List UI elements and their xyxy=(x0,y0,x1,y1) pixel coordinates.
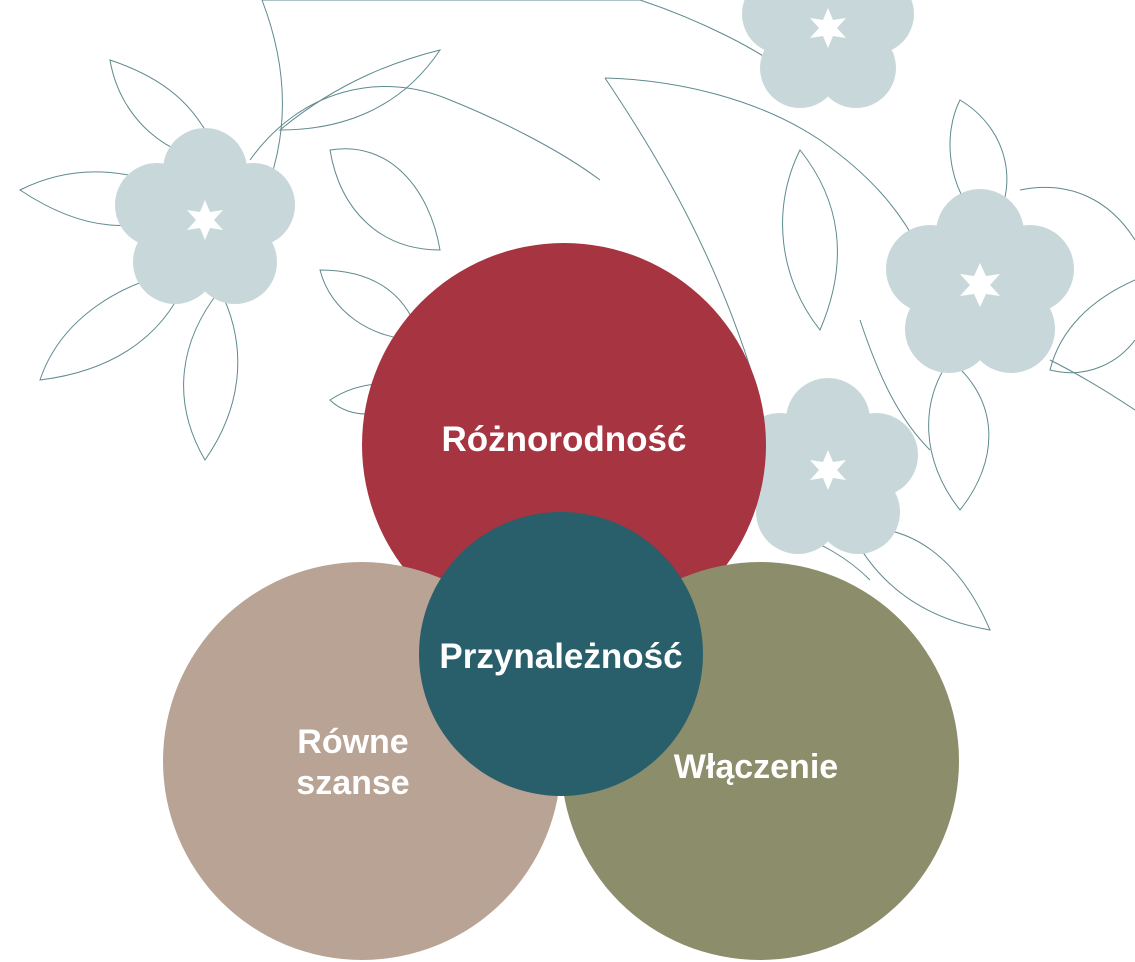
flower-icon xyxy=(886,189,1074,373)
belonging-circle: Przynależność xyxy=(419,512,703,796)
inclusion-label: Włączenie xyxy=(656,747,856,788)
belonging-label: Przynależność xyxy=(439,636,682,678)
flower-icon xyxy=(738,378,918,554)
diversity-label: Różnorodność xyxy=(442,419,687,461)
flower-icon xyxy=(115,128,295,304)
flower-icon xyxy=(742,0,914,108)
equal-opportunity-label: Równe szanse xyxy=(263,722,443,804)
